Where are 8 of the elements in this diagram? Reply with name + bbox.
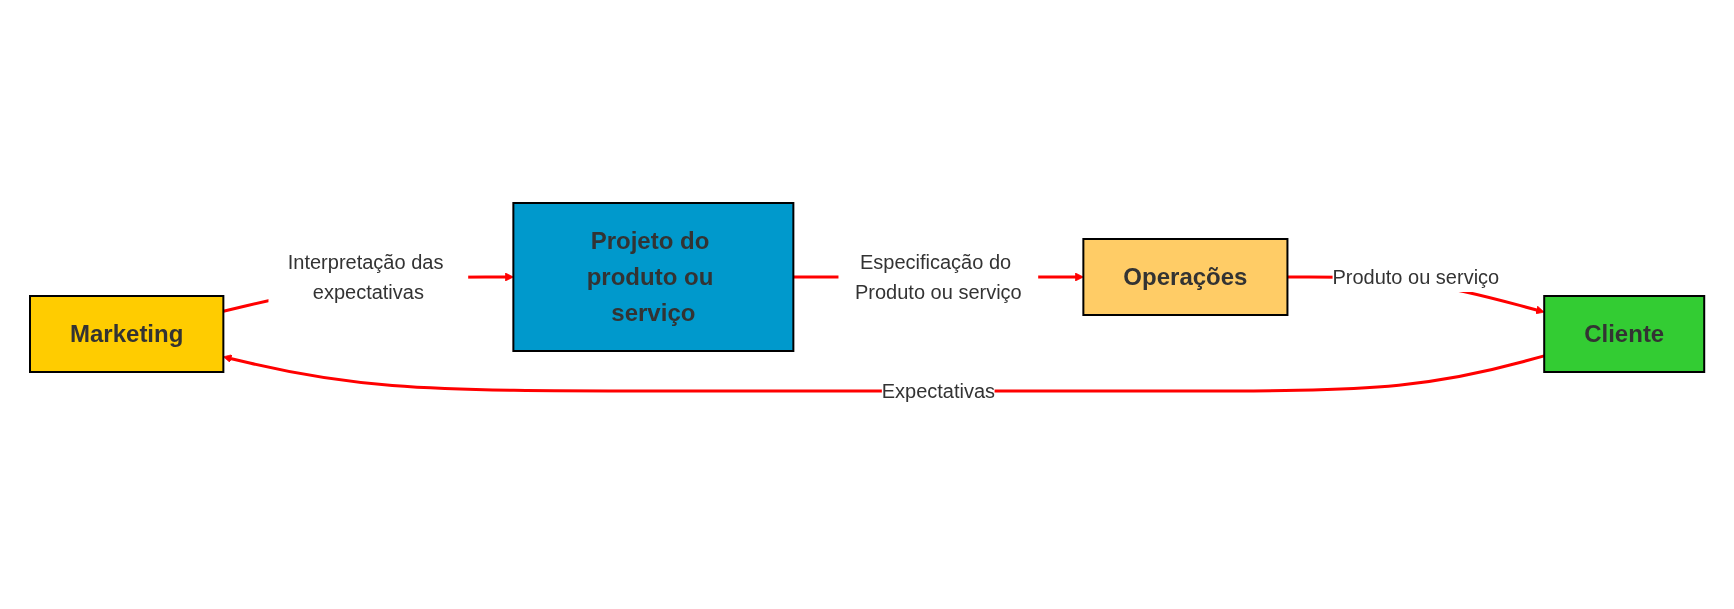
node-box: Marketing	[28, 295, 225, 373]
node-box: Projeto do produto ou serviço	[512, 202, 795, 352]
node-box: Cliente	[1543, 295, 1706, 373]
node-box: Operações	[1082, 238, 1289, 316]
edge-label: Especificação do Produto ou serviço	[854, 251, 1022, 303]
edge-label: Interpretação das expectativas	[287, 251, 444, 303]
edge-label: Expectativas	[881, 380, 995, 402]
edge-label: Produto ou serviço	[1332, 266, 1500, 288]
